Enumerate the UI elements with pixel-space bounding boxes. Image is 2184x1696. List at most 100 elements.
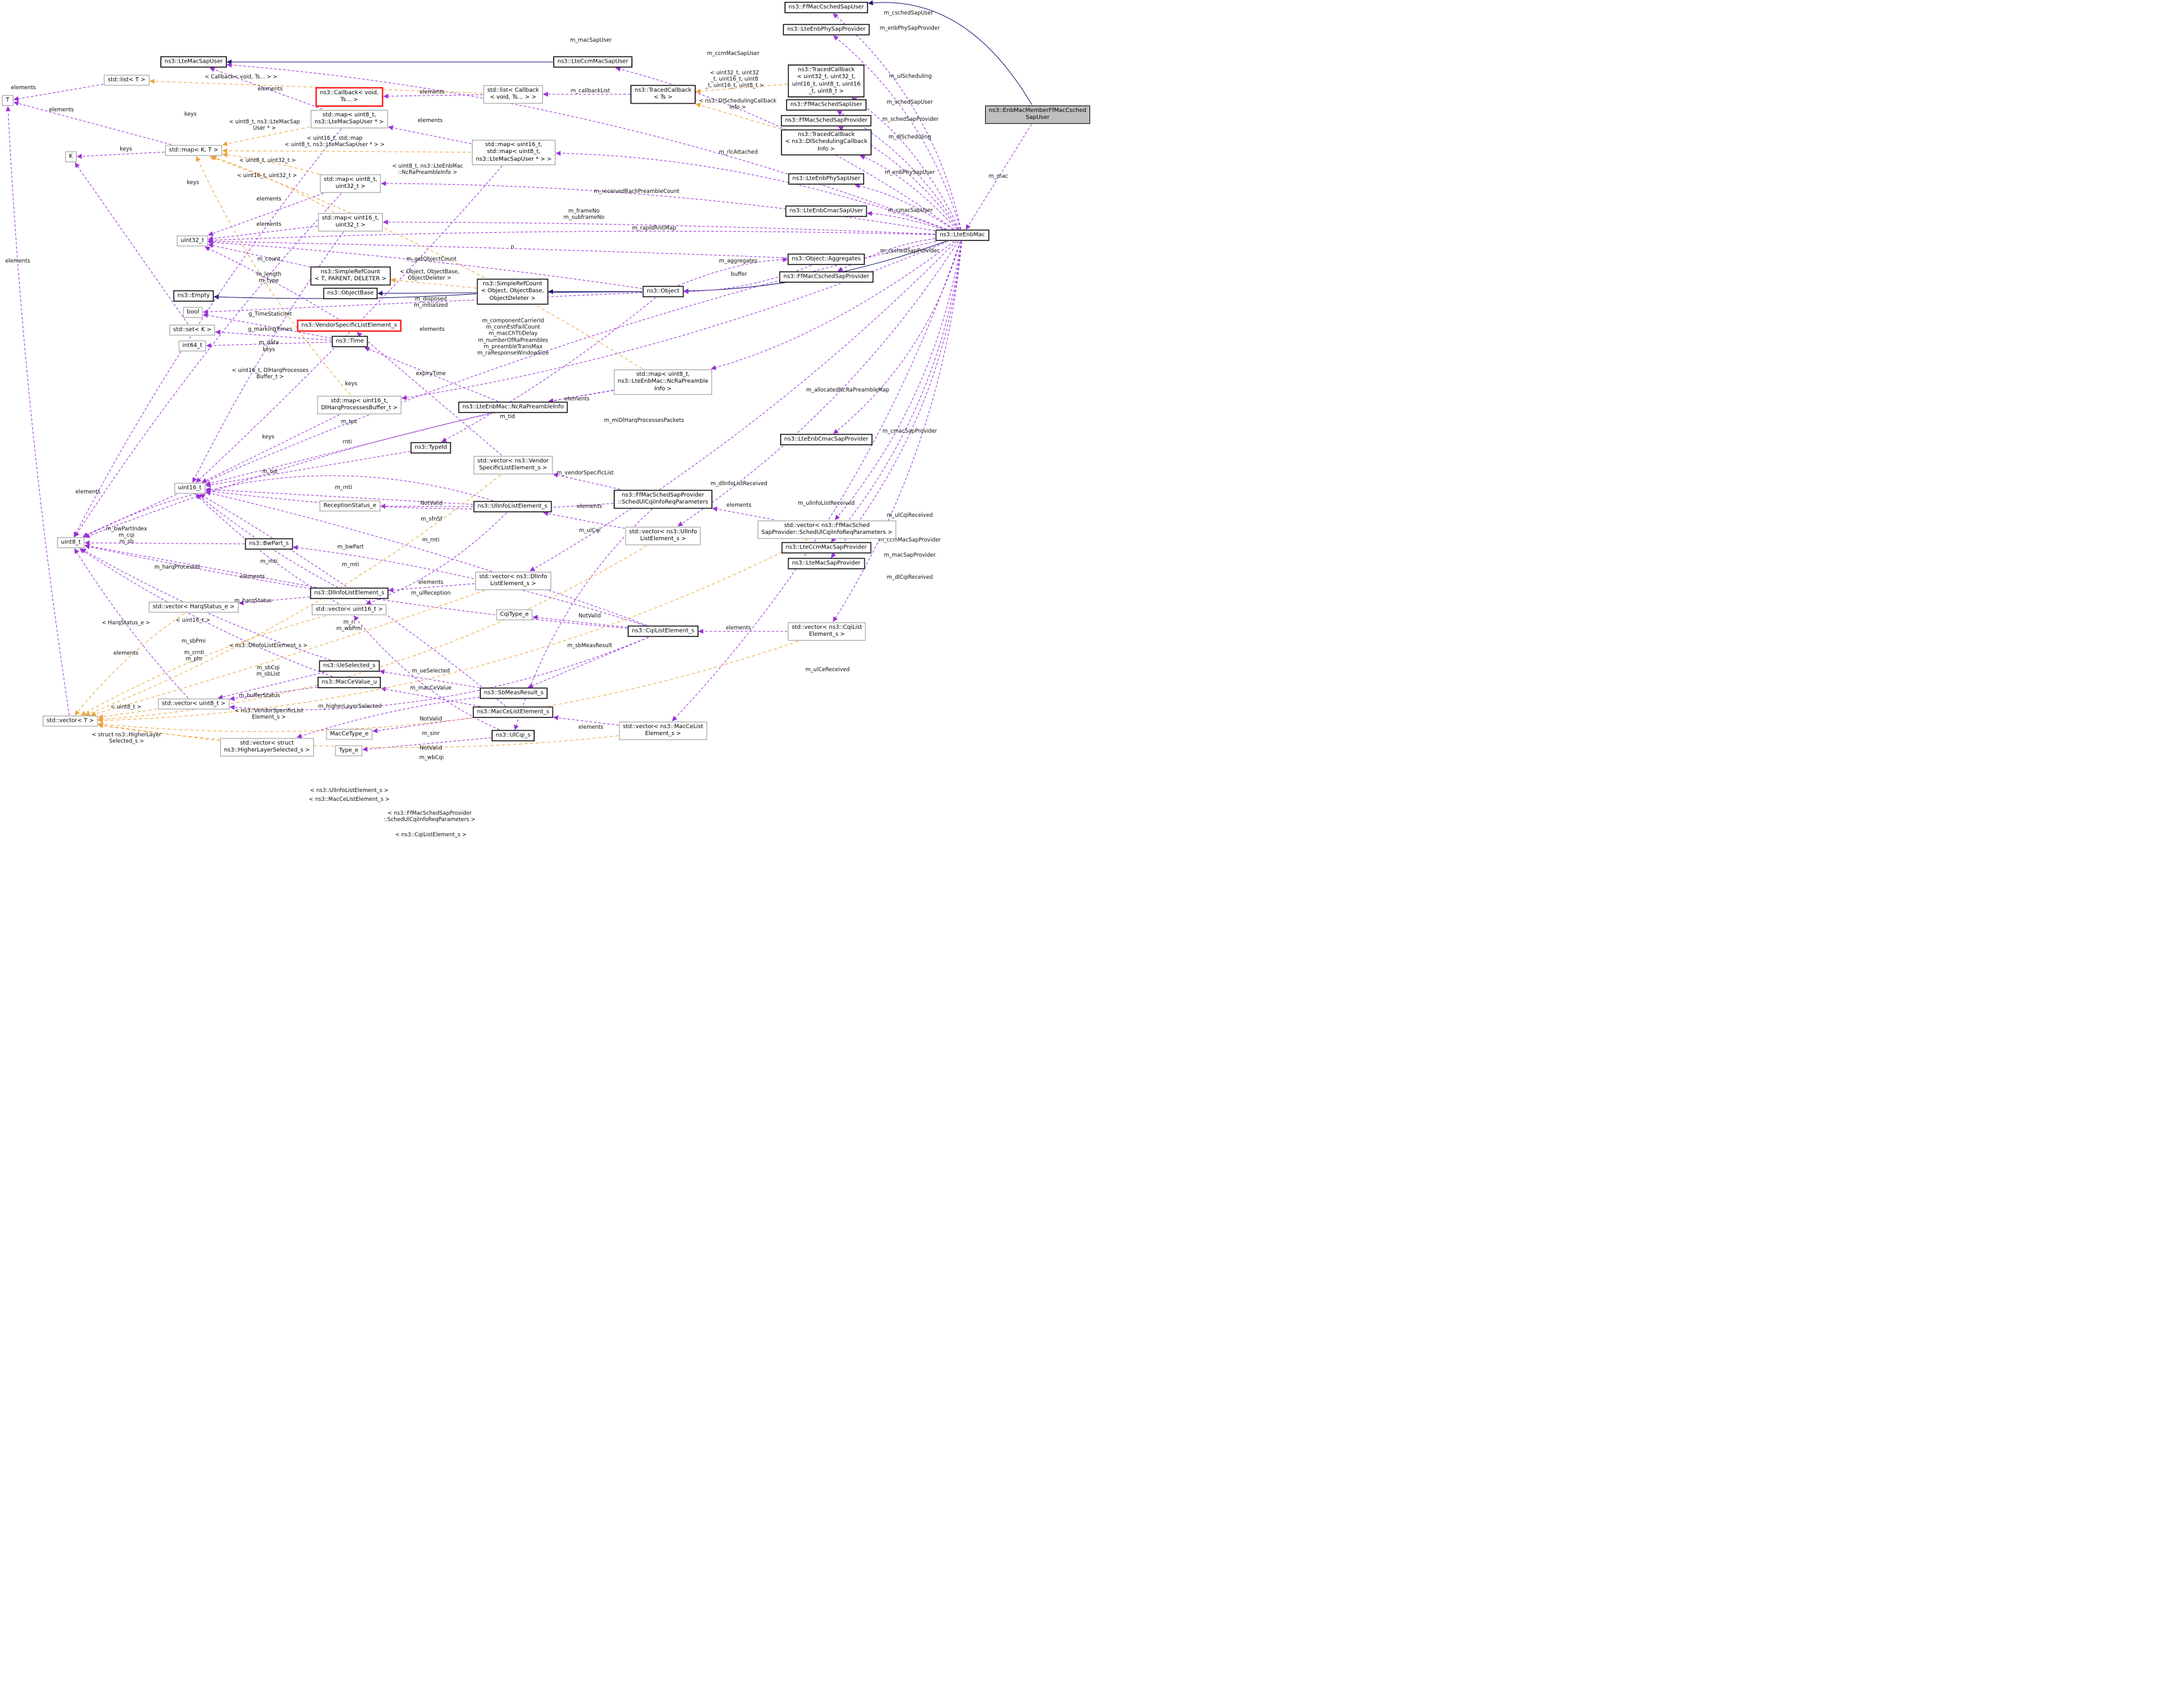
edge-cqiListElement-sbMeasResult	[528, 637, 649, 688]
edge-vectorVendor-vectorT	[85, 474, 501, 716]
node-ffMacCschedSapUser[interactable]: ns3::FfMacCschedSapUser	[785, 2, 868, 13]
edge-ulInfoListElement-uint8	[82, 475, 493, 537]
edge-mapUint8Sap-uint8	[73, 128, 342, 538]
edge-schedUlCqiParams-vectorVendor	[552, 473, 621, 490]
node-tracedCallbackDl[interactable]: ns3::TracedCallback < ns3::DlSchedulingC…	[781, 130, 871, 155]
edge-dlInfoListElement-uint16	[197, 493, 338, 588]
node-mapUint8Sap[interactable]: std::map< uint8_t, ns3::LteMacSapUser * …	[311, 109, 388, 128]
node-sbMeasResult[interactable]: ns3::SbMeasResult_s	[480, 688, 548, 699]
node-lteCcmMacSapUser[interactable]: ns3::LteCcmMacSapUser	[554, 56, 632, 68]
node-vectorUlInfo[interactable]: std::vector< ns3::UlInfo ListElement_s >	[625, 526, 701, 545]
edge-macCeListElement-uint16	[199, 494, 506, 707]
node-uint8[interactable]: uint8_t	[57, 537, 85, 548]
node-lteEnbPhySapProvider[interactable]: ns3::LteEnbPhySapProvider	[783, 24, 869, 35]
node-simpleRefCountT[interactable]: ns3::SimpleRefCount < T, PARENT, DELETER…	[311, 266, 390, 285]
node-timeNode[interactable]: ns3::Time	[332, 336, 368, 347]
node-vectorMacCe[interactable]: std::vector< ns3::MacCeList Element_s >	[619, 721, 707, 740]
node-ulInfoListElement[interactable]: ns3::UlInfoListElement_s	[473, 501, 552, 512]
node-mapUint16Uint32[interactable]: std::map< uint16_t, uint32_t >	[318, 213, 383, 232]
node-macCeListElement[interactable]: ns3::MacCeListElement_s	[473, 707, 554, 718]
node-ffMacSchedSapProvider[interactable]: ns3::FfMacSchedSapProvider	[781, 115, 872, 127]
node-lteCcmMacSapProvider[interactable]: ns3::LteCcmMacSapProvider	[781, 542, 871, 554]
node-enbMacMember[interactable]: ns3::EnbMacMemberFfMacCsched SapUser	[985, 105, 1090, 124]
node-mapUint16Map[interactable]: std::map< uint16_t, std::map< uint8_t, n…	[471, 140, 556, 165]
edge-bwPart-uint8	[84, 540, 245, 546]
edge-cqiListElement-uint8	[84, 544, 628, 629]
node-receptionStatus[interactable]: ReceptionStatus_e	[320, 500, 380, 512]
node-vectorUint8[interactable]: std::vector< uint8_t >	[158, 698, 230, 710]
node-typeE[interactable]: Type_e	[335, 745, 363, 757]
edge-lteEnbMac-vectorCqiList	[833, 241, 962, 622]
edge-ulCqi-vectorUint16	[354, 615, 500, 730]
edge-vectorUint8-uint8	[74, 548, 189, 698]
node-vectorUint16[interactable]: std::vector< uint16_t >	[311, 604, 387, 616]
edge-lteEnbMac-object	[683, 241, 946, 294]
node-schedUlCqiParams[interactable]: ns3::FfMacSchedSapProvider ::SchedUlCqiI…	[614, 490, 712, 509]
edge-lteEnbMac-uint32	[208, 230, 936, 243]
node-mapDlHarq[interactable]: std::map< uint16_t, DlHarqProcessesBuffe…	[317, 395, 402, 414]
node-int64[interactable]: int64_t	[178, 340, 206, 352]
node-mapUint8Uint32[interactable]: std::map< uint8_t, uint32_t >	[320, 174, 382, 193]
node-vectorHarqStatus[interactable]: std::vector< HarqStatus_e >	[149, 602, 239, 613]
node-bwPart[interactable]: ns3::BwPart_s	[245, 538, 293, 550]
edge-enbMacMember-lteEnbMac	[965, 124, 1032, 230]
node-ncRaPreambleInfo[interactable]: ns3::LteEnbMac::NcRaPreambleInfo	[458, 402, 568, 413]
node-lteEnbCmacSapUser[interactable]: ns3::LteEnbCmacSapUser	[785, 206, 867, 217]
edge-lteEnbMac-lteEnbPhySapProvider	[833, 35, 961, 230]
edge-timeNode-boolNode	[202, 313, 332, 339]
node-macCeType[interactable]: MacCeType_e	[326, 729, 373, 740]
node-K[interactable]: K	[65, 151, 77, 163]
node-ffMacSchedSapUser[interactable]: ns3::FfMacSchedSapUser	[786, 99, 866, 111]
node-vectorVendor[interactable]: std::vector< ns3::Vendor SpecificListEle…	[473, 455, 553, 474]
edge-mapUint8Uint32-uint32	[208, 193, 324, 236]
node-callbackVoid[interactable]: ns3::Callback< void, Ts... >	[315, 87, 383, 107]
node-cqiType[interactable]: CqiType_e	[496, 609, 533, 621]
node-vectorT[interactable]: std::vector< T >	[42, 715, 98, 727]
edge-objectAggregates-object	[683, 265, 812, 294]
node-empty[interactable]: ns3::Empty	[173, 290, 214, 302]
node-lteMacSapUser[interactable]: ns3::LteMacSapUser	[161, 56, 226, 68]
edge-lteEnbMac-lteEnbCmacSapProvider	[833, 241, 961, 435]
node-objectAggregates[interactable]: ns3::Object::Aggregates	[788, 254, 865, 265]
node-lteEnbCmacSapProvider[interactable]: ns3::LteEnbCmacSapProvider	[780, 434, 872, 445]
node-vectorHigherLayer[interactable]: std::vector< struct ns3::HigherLayerSele…	[220, 738, 314, 757]
edge-lteEnbMac-vectorSchedUlCqi	[835, 241, 962, 521]
node-dlInfoListElement[interactable]: ns3::DlInfoListElement_s	[310, 588, 388, 599]
edge-mapNcRa-uint8	[84, 390, 614, 538]
node-T[interactable]: T	[2, 95, 13, 106]
edge-vectorUint16-vectorT	[80, 616, 326, 715]
node-mapK[interactable]: std::map< K, T >	[165, 145, 222, 156]
node-typeId[interactable]: ns3::TypeId	[411, 442, 451, 454]
edge-lteEnbMac-mapNcRa	[710, 241, 955, 370]
node-lteEnbMac[interactable]: ns3::LteEnbMac	[936, 230, 989, 241]
node-objectBase[interactable]: ns3::ObjectBase	[323, 288, 378, 299]
node-vectorDlInfo[interactable]: std::vector< ns3::DlInfo ListElement_s >	[475, 571, 551, 590]
node-tracedCallbackUl[interactable]: ns3::TracedCallback < uint32_t, uint32_t…	[788, 65, 865, 97]
node-simpleRefCountObj[interactable]: ns3::SimpleRefCount < Object, ObjectBase…	[477, 279, 548, 304]
edge-lteEnbMac-ffMacSchedSapUser	[836, 111, 959, 230]
node-vectorSchedUlCqi[interactable]: std::vector< ns3::FfMacSched SapProvider…	[757, 520, 897, 539]
node-macCeValue[interactable]: ns3::MacCeValue_u	[318, 677, 381, 688]
node-stdListCallback[interactable]: std::list< Callback < void, Ts... > >	[483, 85, 543, 104]
node-ffMacCschedSapProvider[interactable]: ns3::FfMacCschedSapProvider	[779, 271, 873, 283]
node-vendorSpecific[interactable]: ns3::VendorSpecificListElement_s	[297, 319, 402, 332]
edge-vectorHarqStatus-vectorT	[75, 613, 185, 716]
node-mapNcRa[interactable]: std::map< uint8_t, ns3::LteEnbMac::NcRaP…	[614, 369, 712, 395]
node-lteMacSapProvider[interactable]: ns3::LteMacSapProvider	[788, 558, 865, 569]
node-uint32[interactable]: uint32_t	[177, 235, 208, 247]
node-ulCqi[interactable]: ns3::UlCqi_s	[492, 730, 535, 741]
edge-lteEnbMac-lteEnbCmacSapUser	[867, 211, 943, 230]
node-uint16[interactable]: uint16_t	[174, 483, 206, 494]
node-lteEnbPhySapUser[interactable]: ns3::LteEnbPhySapUser	[788, 173, 864, 185]
node-cqiListElement[interactable]: ns3::CqiListElement_s	[628, 626, 698, 637]
node-stdListT[interactable]: std::list< T >	[104, 75, 149, 86]
node-vectorCqiList[interactable]: std::vector< ns3::CqiList Element_s >	[788, 622, 866, 641]
node-ueSelected[interactable]: ns3::UeSelected_s	[319, 660, 380, 672]
node-setK[interactable]: std::set< K >	[169, 325, 216, 336]
edge-sbMeasResult-vectorHigherLayer	[296, 696, 480, 739]
node-boolNode[interactable]: bool	[183, 307, 203, 318]
node-tracedCallbackTs[interactable]: ns3::TracedCallback < Ts >	[631, 85, 695, 104]
edge-stdListT-T	[13, 84, 104, 102]
node-object[interactable]: ns3::Object	[643, 286, 683, 297]
edge-object-objectAggregates	[678, 257, 788, 286]
